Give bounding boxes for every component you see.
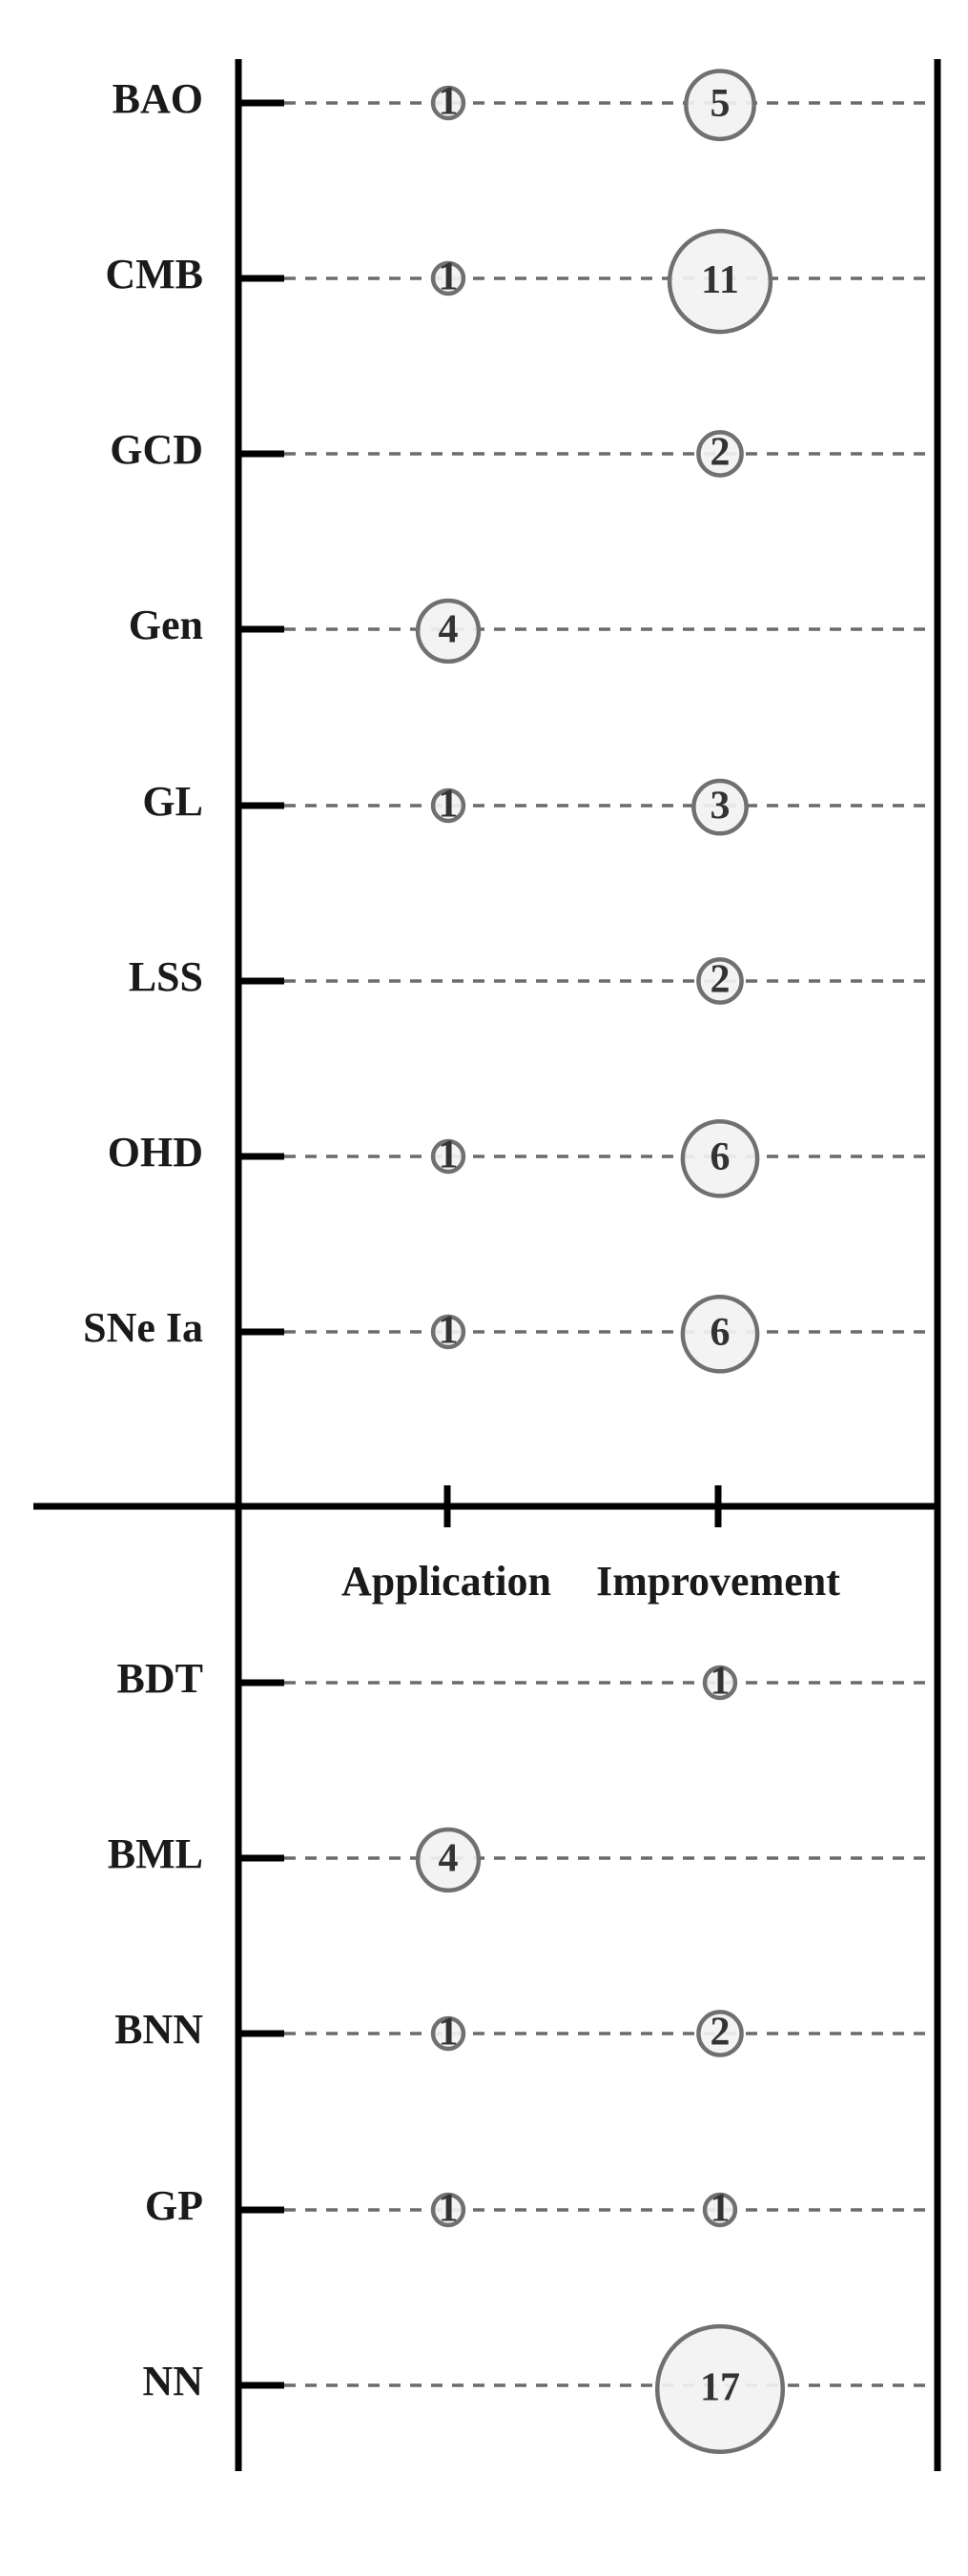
bubble-gp-improvement — [702, 2192, 738, 2228]
category-label-application: Application — [341, 1558, 551, 1605]
bubble-gl-application — [430, 787, 466, 824]
bubble-value-lss-improvement: 2 — [711, 958, 731, 1002]
bubble-ohd-improvement — [680, 1119, 760, 1198]
bubble-bdt-improvement — [702, 1665, 738, 1701]
row-label-gcd: GCD — [110, 426, 203, 473]
bubble-bnn-application — [430, 2015, 466, 2052]
bubble-value-cmb-application: 1 — [439, 256, 459, 299]
row-label-gen: Gen — [129, 602, 203, 648]
bubble-value-bdt-improvement: 1 — [711, 1660, 731, 1704]
row-label-nn: NN — [142, 2358, 203, 2404]
row-label-sne-ia: SNe Ia — [83, 1304, 203, 1351]
bubble-gcd-improvement — [696, 430, 744, 478]
row-guides — [284, 101, 933, 2387]
bubble-bml-application — [415, 1827, 482, 1893]
row-label-bnn: BNN — [114, 2006, 203, 2053]
bubble-value-nn-improvement: 17 — [700, 2366, 740, 2410]
bubble-value-bao-improvement: 5 — [711, 82, 731, 126]
bubble-value-bao-application: 1 — [439, 80, 459, 124]
row-label-bdt: BDT — [117, 1655, 203, 1702]
bubble-value-ohd-improvement: 6 — [711, 1135, 731, 1179]
bubble-value-gl-application: 1 — [439, 783, 459, 827]
bubble-bao-application — [430, 85, 466, 121]
bubbles — [415, 69, 786, 2454]
row-label-cmb: CMB — [105, 251, 203, 297]
category-ticks — [443, 1485, 722, 1527]
bubble-lss-improvement — [696, 957, 744, 1005]
bubble-value-gcd-improvement: 2 — [711, 431, 731, 475]
bubble-value-ohd-application: 1 — [439, 1134, 459, 1177]
bubble-value-bnn-improvement: 2 — [711, 2011, 731, 2055]
bubble-gp-application — [430, 2192, 466, 2228]
bubble-value-gen-application: 4 — [439, 608, 459, 652]
bubble-sne-ia-application — [430, 1314, 466, 1350]
bubble-value-gp-improvement: 1 — [711, 2187, 731, 2231]
row-label-ohd: OHD — [108, 1129, 203, 1176]
axes — [33, 59, 941, 2471]
bubble-value-gl-improvement: 3 — [711, 784, 731, 828]
bubble-cmb-application — [430, 260, 466, 296]
bubble-value-sne-ia-improvement: 6 — [711, 1311, 731, 1355]
bubble-nn-improvement — [654, 2323, 786, 2454]
row-label-gp: GP — [145, 2182, 203, 2229]
bubble-value-sne-ia-application: 1 — [439, 1309, 459, 1353]
bubble-value-cmb-improvement: 11 — [701, 258, 739, 302]
bubble-gen-application — [415, 598, 482, 664]
row-label-lss: LSS — [129, 953, 203, 1000]
bubble-value-bml-application: 4 — [439, 1837, 459, 1881]
bubble-bao-improvement — [684, 69, 756, 142]
bubble-ohd-application — [430, 1138, 466, 1175]
bubble-bnn-improvement — [696, 2010, 744, 2057]
bubble-value-bnn-application: 1 — [439, 2011, 459, 2055]
bubble-value-gp-application: 1 — [439, 2187, 459, 2231]
row-label-gl: GL — [142, 778, 203, 825]
row-label-bml: BML — [108, 1830, 203, 1877]
bubble-cmb-improvement — [667, 228, 773, 335]
row-label-bao: BAO — [113, 75, 203, 122]
bubble-sne-ia-improvement — [680, 1295, 760, 1374]
category-label-improvement: Improvement — [596, 1558, 840, 1605]
bubble-gl-improvement — [691, 778, 749, 836]
